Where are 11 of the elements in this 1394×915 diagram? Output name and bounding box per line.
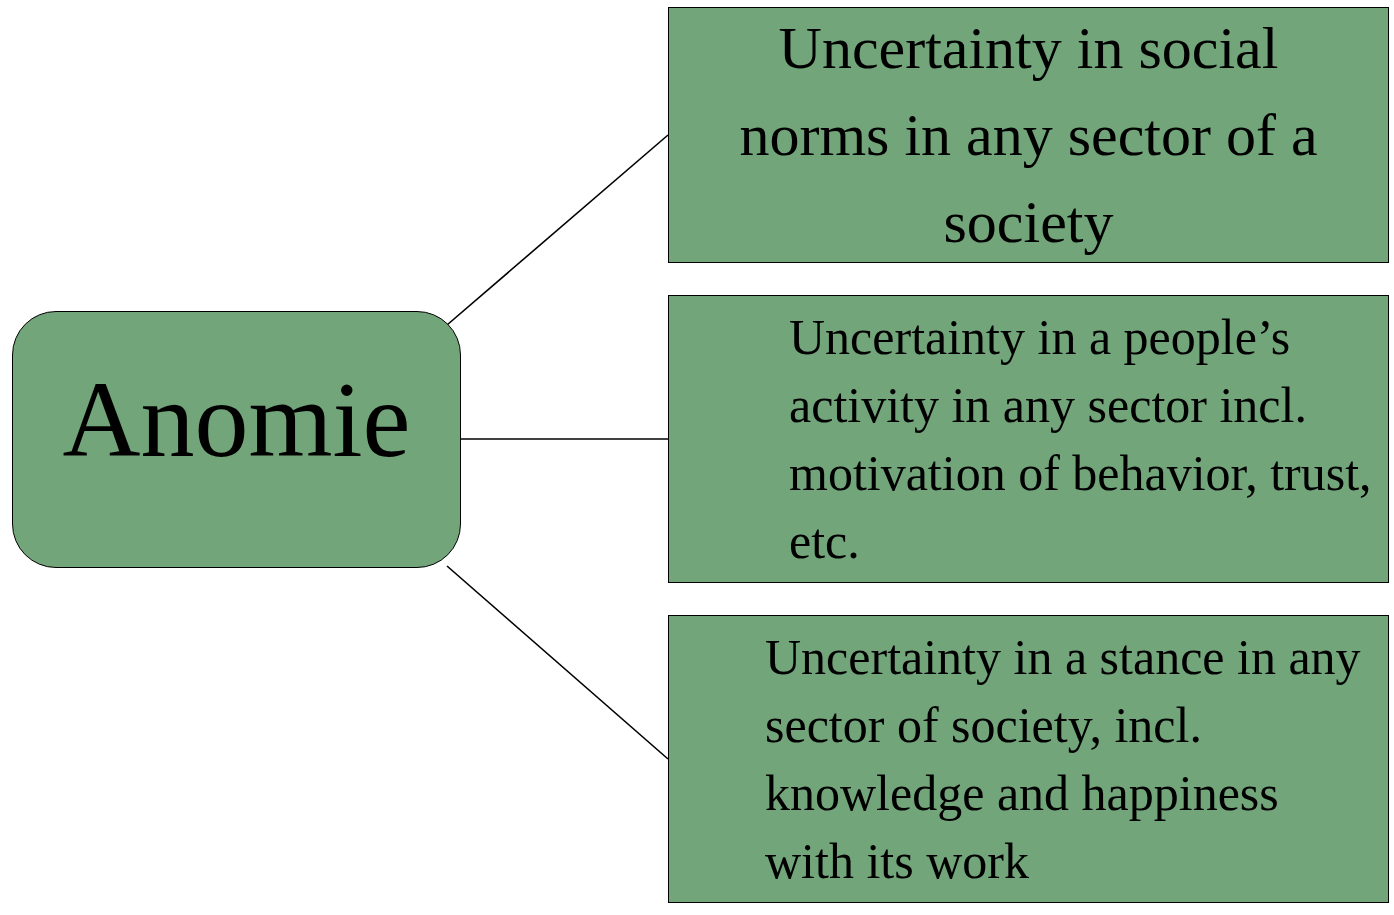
- box-text: Anomie: [62, 365, 411, 474]
- box-text: Uncertainty in social norms in any sector of a society: [738, 13, 1319, 257]
- box-text: Uncertainty in a stance in any sector of society, incl. knowledge and happiness with its work: [765, 628, 1362, 891]
- connector-line: [460, 438, 669, 440]
- connector-line: [446, 134, 669, 326]
- connector-line: [446, 565, 669, 760]
- rounded-box: [12, 311, 461, 568]
- text-box: [668, 615, 1389, 903]
- text-box: [668, 295, 1389, 583]
- text-box: [668, 7, 1389, 263]
- box-text: Uncertainty in a people’s activity in any sector incl. motivation of behavior, trust, etc.: [789, 308, 1373, 571]
